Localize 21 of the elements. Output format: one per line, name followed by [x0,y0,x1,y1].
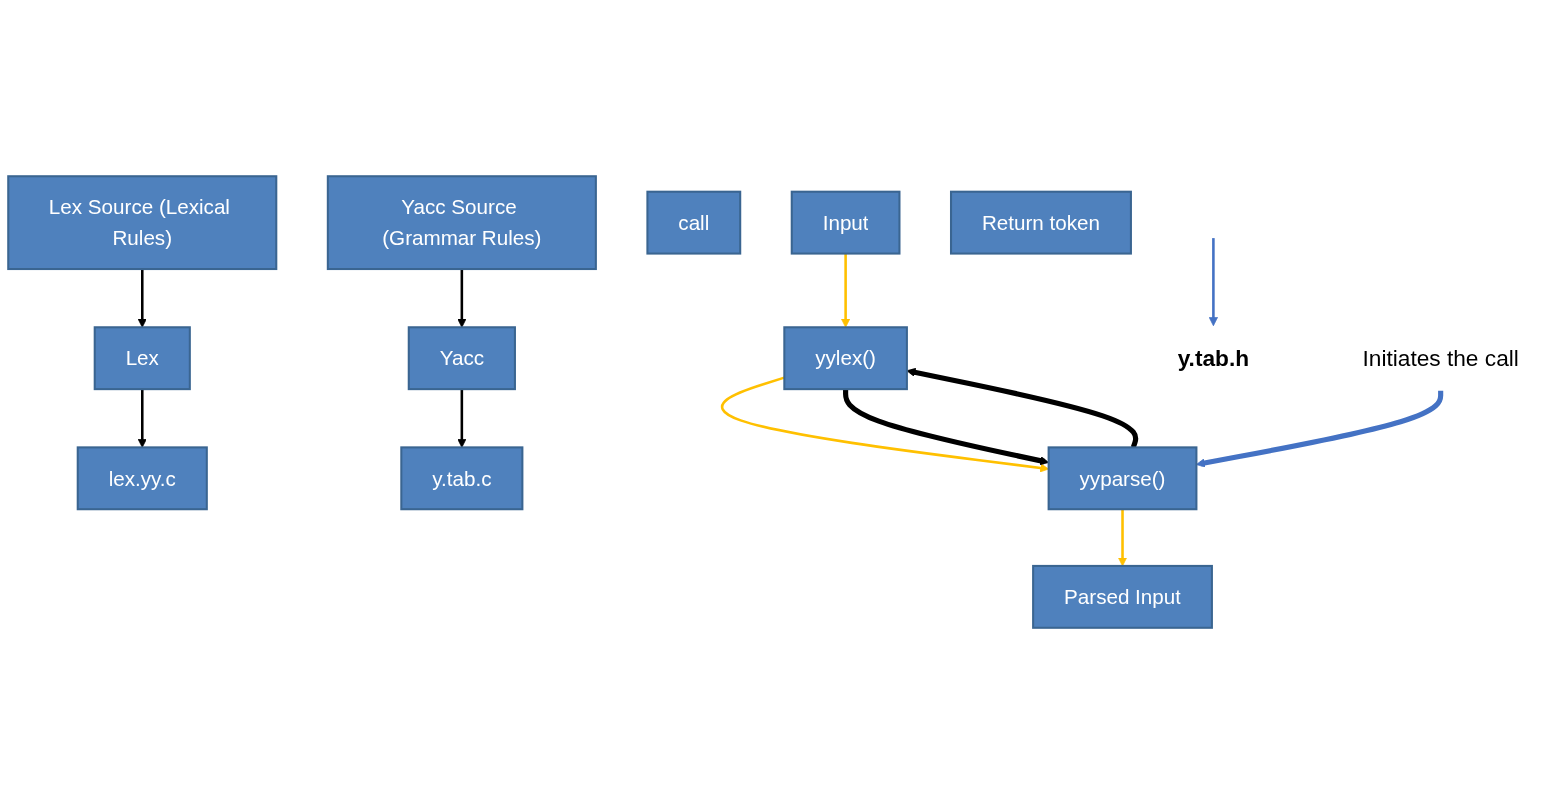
node-text: y.tab.h [1177,345,1250,372]
node-box: lex.yy.c [76,446,208,511]
node-box: yyparse() [1047,446,1198,511]
node-box: Input [790,190,901,255]
arrow [137,269,147,328]
node-box: Yacc [407,326,516,391]
node-box: Lex [93,326,191,391]
node-box: yylex() [783,326,908,391]
arrow [1208,238,1218,327]
arrow [841,253,851,328]
arrow [457,269,467,328]
node-box: Return token [950,190,1132,255]
node-box: y.tab.c [400,446,524,511]
arrow [1196,390,1444,468]
node-box: Yacc Source (Grammar Rules) [326,175,597,271]
arrow [457,389,467,448]
arrow [137,389,147,448]
node-text: Initiates the call [1362,345,1519,372]
node-box: Parsed Input [1032,564,1213,629]
node-box: call [646,190,742,255]
node-box: Lex Source (Lexical Rules) [7,175,278,271]
